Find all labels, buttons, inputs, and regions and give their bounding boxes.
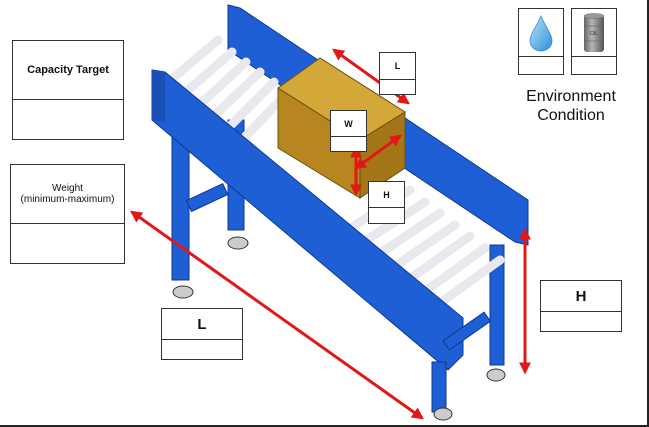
box-width-arrow bbox=[354, 134, 402, 170]
conveyor-length-box: L bbox=[161, 308, 243, 360]
water-drop-icon bbox=[529, 14, 553, 51]
box-height-label: H bbox=[369, 182, 404, 208]
environment-label-line2: Condition bbox=[537, 107, 605, 124]
box-height-value[interactable] bbox=[369, 208, 404, 223]
oil-condition-box: OIL bbox=[571, 8, 617, 75]
weight-value[interactable] bbox=[11, 224, 124, 263]
weight-range-label: (minimum-maximum) bbox=[20, 194, 115, 205]
far-right-leg bbox=[486, 244, 506, 382]
near-right-leg bbox=[431, 311, 492, 421]
capacity-target-label: Capacity Target bbox=[13, 41, 123, 100]
box-length-box: L bbox=[379, 52, 416, 95]
oil-condition-value[interactable] bbox=[572, 57, 616, 75]
box-width-box: W bbox=[330, 110, 367, 152]
conveyor-length-value[interactable] bbox=[162, 340, 242, 359]
conveyor-height-label: H bbox=[541, 281, 621, 312]
capacity-target-value[interactable] bbox=[13, 100, 123, 139]
oil-drum-icon: OIL bbox=[583, 12, 605, 52]
conveyor-length-arrow bbox=[130, 210, 424, 420]
box-length-label: L bbox=[380, 53, 415, 80]
weight-box: Weight (minimum-maximum) bbox=[10, 164, 125, 264]
box-length-value[interactable] bbox=[380, 80, 415, 94]
water-condition-value[interactable] bbox=[519, 57, 563, 75]
weight-label: Weight bbox=[52, 183, 83, 194]
box-width-value[interactable] bbox=[331, 137, 366, 151]
box-height-box: H bbox=[368, 181, 405, 224]
conveyor-length-label: L bbox=[162, 309, 242, 340]
environment-label-line1: Environment bbox=[526, 88, 616, 105]
conveyor-height-box: H bbox=[540, 280, 622, 332]
box-width-label: W bbox=[331, 111, 366, 137]
environment-condition-label: Environment Condition bbox=[515, 87, 627, 125]
water-condition-box bbox=[518, 8, 564, 75]
oil-drum-text: OIL bbox=[590, 31, 598, 37]
capacity-target-box: Capacity Target bbox=[12, 40, 124, 140]
conveyor-height-value[interactable] bbox=[541, 312, 621, 331]
